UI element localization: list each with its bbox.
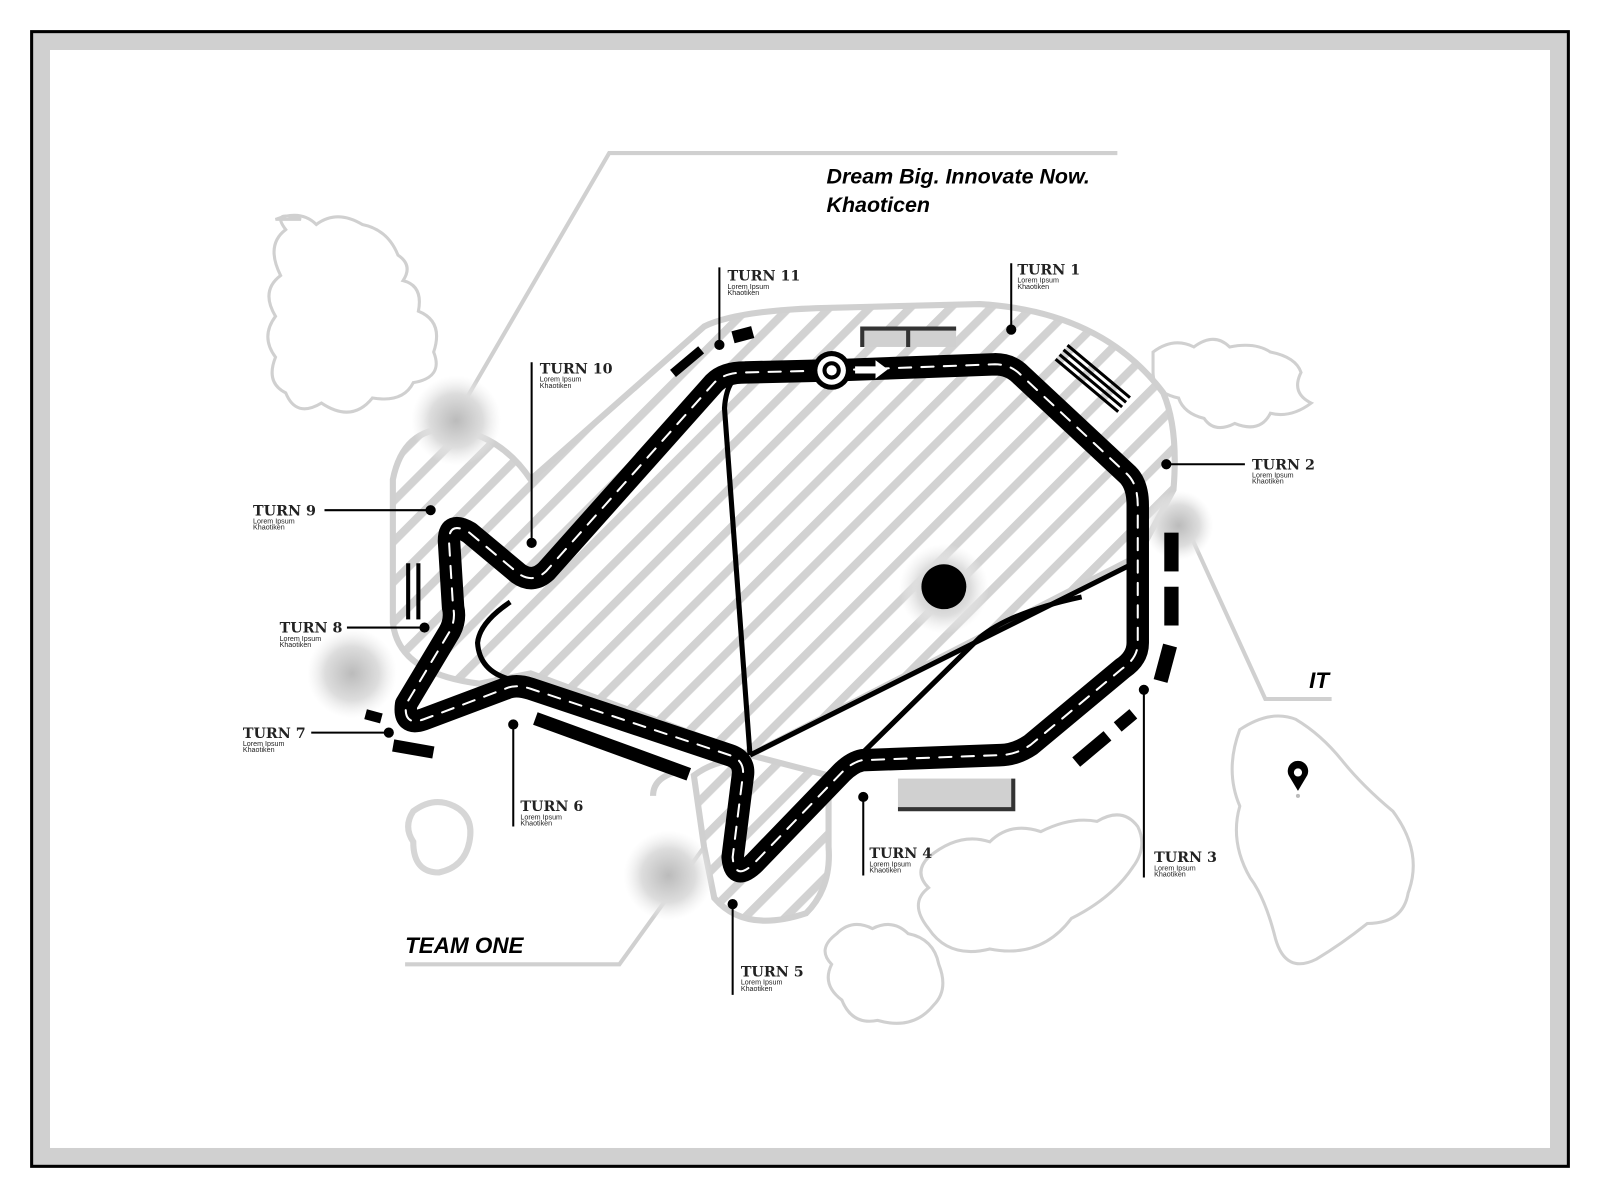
land-blob-east xyxy=(1230,714,1415,966)
map-pin-icon xyxy=(1287,760,1309,798)
svg-text:Lorem Ipsum: Lorem Ipsum xyxy=(520,813,562,821)
land-shapes xyxy=(266,213,1415,1025)
svg-text:Khaotiken: Khaotiken xyxy=(741,985,773,993)
land-blob-northwest xyxy=(266,213,439,414)
svg-text:Khaotiken: Khaotiken xyxy=(1017,283,1049,291)
svg-text:TURN 11: TURN 11 xyxy=(728,269,801,285)
land-blob-northeast xyxy=(1151,337,1315,430)
it-line xyxy=(1181,519,1332,702)
svg-text:TURN 8: TURN 8 xyxy=(280,621,343,637)
svg-text:TURN 5: TURN 5 xyxy=(741,965,804,981)
direction-arrow-icon xyxy=(855,360,888,379)
header-line xyxy=(447,151,1118,430)
svg-text:Lorem Ipsum: Lorem Ipsum xyxy=(1017,277,1059,285)
svg-text:Khaotiken: Khaotiken xyxy=(253,524,285,532)
svg-text:Lorem Ipsum: Lorem Ipsum xyxy=(1252,472,1294,480)
svg-text:Lorem Ipsum: Lorem Ipsum xyxy=(243,740,285,748)
header-brand: Khaoticen xyxy=(827,193,930,217)
start-finish-marker xyxy=(812,351,888,390)
region-label: IT xyxy=(1309,668,1331,693)
land-blob-small xyxy=(405,798,474,876)
svg-text:Khaotiken: Khaotiken xyxy=(280,641,312,649)
svg-text:Lorem Ipsum: Lorem Ipsum xyxy=(728,283,770,291)
land-blob-south xyxy=(916,813,1144,954)
land-blob-southwest xyxy=(823,922,945,1025)
svg-text:Khaotiken: Khaotiken xyxy=(520,820,552,828)
svg-text:Khaotiken: Khaotiken xyxy=(1252,478,1284,486)
svg-text:TURN 10: TURN 10 xyxy=(540,361,613,377)
curbs xyxy=(364,326,1179,781)
svg-text:TURN 3: TURN 3 xyxy=(1154,850,1217,866)
structures xyxy=(860,326,1016,812)
center-point xyxy=(921,564,967,610)
svg-text:Khaotiken: Khaotiken xyxy=(243,746,275,754)
svg-text:Lorem Ipsum: Lorem Ipsum xyxy=(741,979,783,987)
svg-text:Lorem Ipsum: Lorem Ipsum xyxy=(540,376,582,384)
svg-text:Khaotiken: Khaotiken xyxy=(869,866,901,874)
svg-text:TURN 9: TURN 9 xyxy=(253,503,316,519)
svg-text:TURN 6: TURN 6 xyxy=(520,799,583,815)
svg-text:Lorem Ipsum: Lorem Ipsum xyxy=(1154,864,1196,872)
svg-text:Khaotiken: Khaotiken xyxy=(1154,871,1186,879)
svg-text:TURN 4: TURN 4 xyxy=(869,846,932,862)
svg-text:Lorem Ipsum: Lorem Ipsum xyxy=(280,635,322,643)
svg-text:Lorem Ipsum: Lorem Ipsum xyxy=(869,860,911,868)
svg-text:Khaotiken: Khaotiken xyxy=(540,382,572,390)
svg-text:TURN 1: TURN 1 xyxy=(1017,262,1080,278)
svg-text:Lorem Ipsum: Lorem Ipsum xyxy=(253,517,295,525)
team-label: TEAM ONE xyxy=(405,933,524,958)
svg-text:TURN 2: TURN 2 xyxy=(1252,457,1315,473)
svg-text:TURN 7: TURN 7 xyxy=(243,726,306,742)
header-tagline: Dream Big. Innovate Now. xyxy=(827,165,1090,189)
svg-text:Khaotiken: Khaotiken xyxy=(728,289,760,297)
inner-roads xyxy=(474,369,1139,763)
turn-leaders xyxy=(311,263,1245,995)
race-track xyxy=(394,353,1149,883)
